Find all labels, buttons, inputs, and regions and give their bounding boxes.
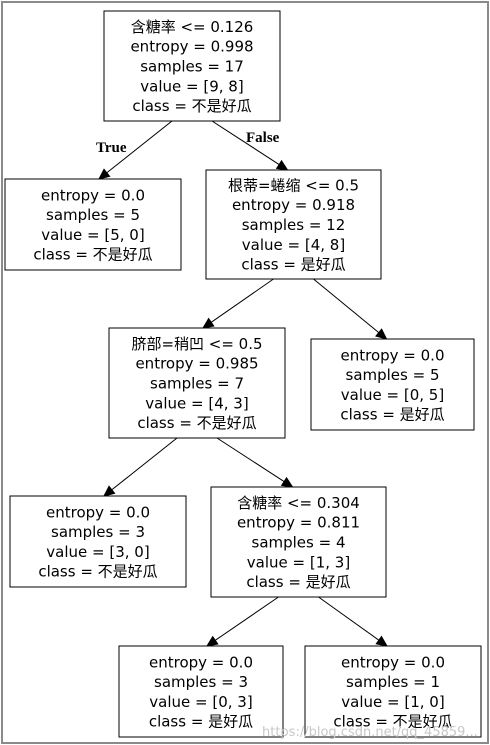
node-line: samples = 4 (252, 534, 346, 552)
node-line: value = [0, 3] (149, 693, 252, 711)
edge-arrowhead (275, 159, 289, 171)
node-line: class = 不是好瓜 (132, 97, 251, 115)
node-line: samples = 12 (242, 216, 346, 234)
node-line: value = [9, 8] (140, 77, 243, 95)
node-box (108, 327, 286, 439)
node-line: entropy = 0.998 (130, 38, 253, 56)
node-line: class = 不是好瓜 (333, 713, 452, 731)
node-line: entropy = 0.811 (237, 514, 360, 532)
tree-node-n1: entropy = 0.0 samples = 5 value = [5, 0] cl… (4, 178, 182, 271)
node-line: class = 是好瓜 (241, 256, 345, 274)
edge-n2-n3 (210, 278, 274, 323)
node-line: value = [5, 0] (41, 226, 144, 244)
node-line: samples = 5 (346, 366, 440, 384)
node-line: entropy = 0.0 (46, 503, 150, 521)
edges-layer: True False (96, 120, 388, 647)
edge-n3-n5 (111, 437, 178, 491)
node-line: entropy = 0.0 (341, 653, 445, 671)
edge-arrowhead (201, 317, 215, 329)
node-line: 含糖率 <= 0.304 (237, 494, 360, 512)
edge-n0-n2 (211, 120, 280, 165)
edge-arrowhead (375, 635, 388, 647)
node-line: class = 是好瓜 (340, 406, 444, 424)
node-box (103, 10, 281, 122)
node-line: class = 不是好瓜 (137, 414, 256, 432)
node-line: value = [4, 3] (145, 394, 248, 412)
tree-node-n0: 含糖率 <= 0.126 entropy = 0.998 samples = 17v… (103, 10, 281, 122)
tree-node-n8: entropy = 0.0 samples = 1 value = [1, 0] cl… (304, 645, 482, 738)
node-line: class = 是好瓜 (246, 573, 350, 591)
node-box (9, 495, 187, 588)
node-line: samples = 7 (150, 375, 244, 393)
node-box (4, 178, 182, 271)
node-box (210, 486, 387, 598)
node-line: entropy = 0.985 (135, 355, 258, 373)
node-line: samples = 5 (46, 206, 140, 224)
node-box (310, 338, 475, 431)
edge-n2-n4 (313, 278, 380, 334)
edge-label-false: False (246, 130, 280, 146)
node-line: entropy = 0.0 (41, 186, 145, 204)
edge-arrowhead (280, 476, 294, 488)
node-line: entropy = 0.0 (341, 346, 445, 364)
watermark-text: https://blog.csdn.net/qq_45859... (262, 725, 478, 740)
node-line: value = [3, 0] (46, 543, 149, 561)
tree-node-n6: 含糖率 <= 0.304 entropy = 0.811 samples = 4va… (210, 486, 387, 598)
node-line: 脐部=稍凹 <= 0.5 (131, 335, 262, 353)
node-line: value = [0, 5] (341, 386, 444, 404)
node-line: entropy = 0.0 (149, 653, 253, 671)
edge-n6-n8 (318, 596, 380, 641)
node-line: samples = 1 (346, 673, 440, 691)
tree-node-n2: 根蒂=蜷缩 <= 0.5 entropy = 0.918 samples = 12 v… (205, 169, 382, 280)
node-line: 根蒂=蜷缩 <= 0.5 (228, 176, 359, 194)
node-box (304, 645, 482, 738)
node-line: class = 不是好瓜 (38, 563, 157, 581)
node-line: samples = 3 (154, 673, 248, 691)
node-line: 含糖率 <= 0.126 (131, 18, 254, 36)
edge-n3-n6 (216, 437, 285, 482)
edge-n0-n1 (106, 120, 173, 174)
tree-node-n4: entropy = 0.0 samples = 5 value = [0, 5] cl… (310, 338, 475, 431)
edge-n6-n7 (214, 596, 279, 641)
tree-node-n5: entropy = 0.0 samples = 3 value = [3, 0] cl… (9, 495, 187, 588)
node-line: value = [4, 8] (242, 236, 345, 254)
node-box (205, 169, 382, 280)
edge-arrowhead (98, 168, 111, 180)
edge-arrowhead (375, 328, 388, 340)
node-line: class = 是好瓜 (149, 713, 253, 731)
edge-label-true: True (96, 140, 127, 156)
node-line: samples = 17 (140, 58, 244, 76)
node-line: entropy = 0.918 (232, 196, 355, 214)
node-line: value = [1, 3] (247, 553, 350, 571)
node-line: class = 不是好瓜 (33, 246, 152, 264)
node-line: value = [1, 0] (341, 693, 444, 711)
node-line: samples = 3 (51, 523, 145, 541)
node-box (118, 645, 284, 738)
edge-arrowhead (103, 485, 116, 497)
edge-arrowhead (205, 635, 219, 647)
tree-node-n3: 脐部=稍凹 <= 0.5 entropy = 0.985 samples = 7va… (108, 327, 286, 439)
tree-node-n7: entropy = 0.0 samples = 3 value = [0, 3] cl… (118, 645, 284, 738)
